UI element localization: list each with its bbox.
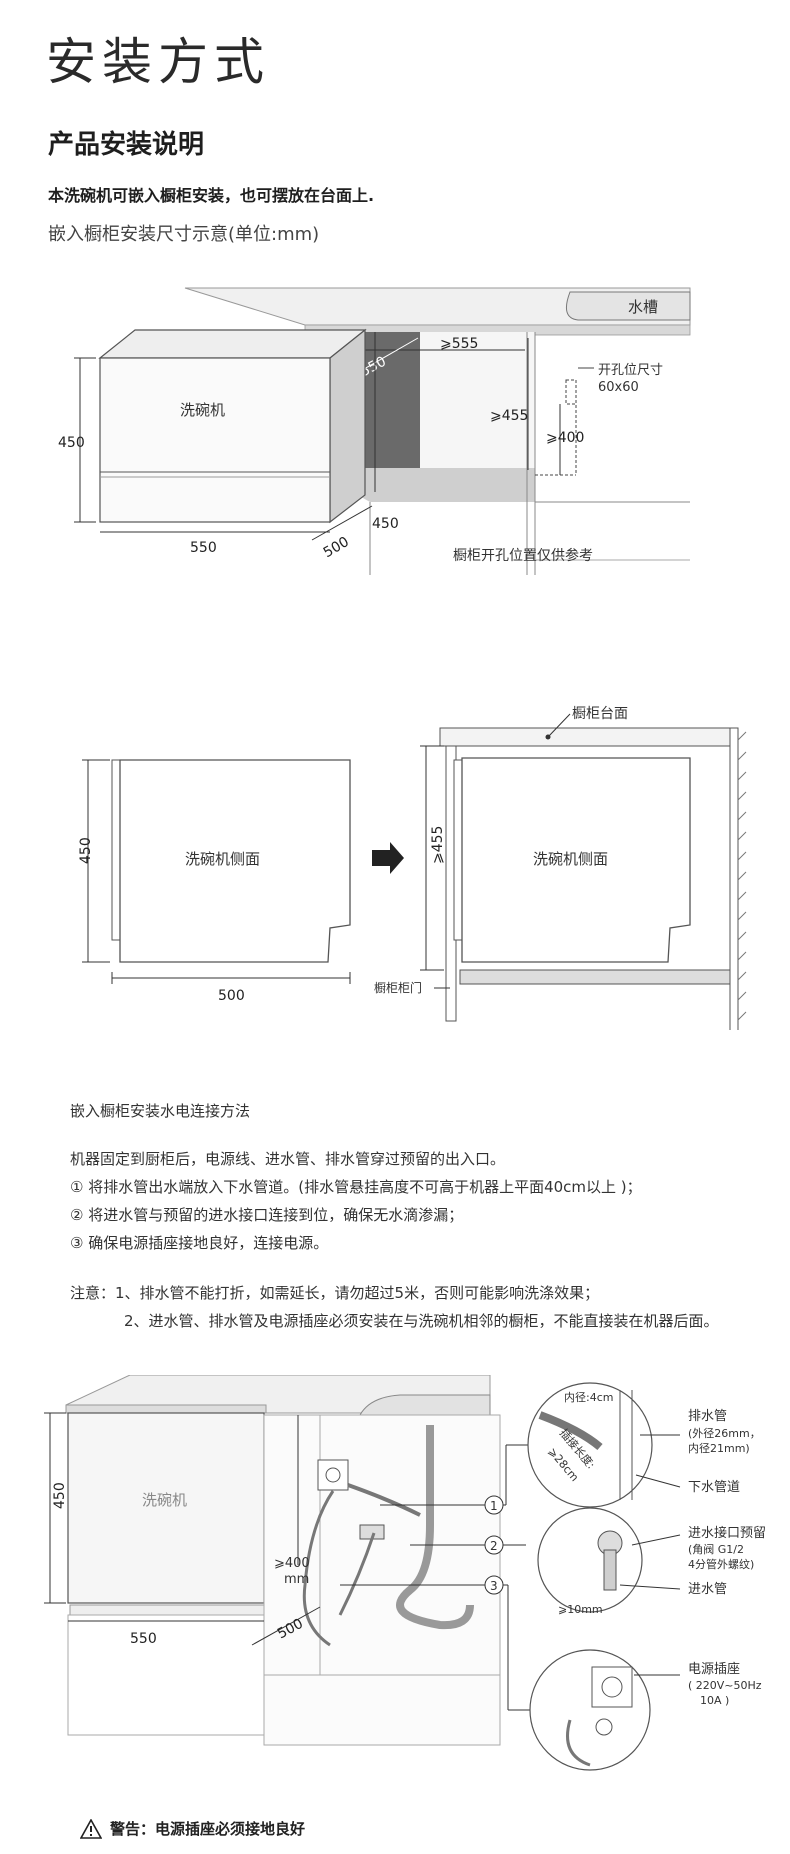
hole-note: 橱柜开孔位置仅供参考 xyxy=(453,547,593,564)
intro-text: 本洗碗机可嵌入橱柜安装，也可摆放在台面上. xyxy=(48,186,375,205)
dim-455: ⩾455 xyxy=(490,408,528,424)
left-dishwasher-side xyxy=(119,759,351,963)
socket-label: 电源插座 xyxy=(688,1662,740,1677)
dim-555: ⩾555 xyxy=(440,336,478,352)
inlet-hose-label: 进水管 xyxy=(688,1582,727,1597)
dim-400-unit: mm xyxy=(284,1572,309,1587)
socket-spec-1: ( 220V~50Hz xyxy=(688,1679,762,1692)
drain-hose-spec-2: 内径21mm) xyxy=(688,1441,750,1455)
left-side-label: 洗碗机侧面 xyxy=(185,850,260,868)
inlet-detail-circle xyxy=(537,1507,643,1613)
callout-1: 1 xyxy=(490,1499,498,1513)
dim-400-label: ⩾400 xyxy=(274,1556,310,1571)
socket-spec-2: 10A ) xyxy=(700,1694,729,1707)
dim-450-label-3: 450 xyxy=(52,1482,68,1509)
dishwasher-label-3: 洗碗机 xyxy=(142,1491,187,1509)
dimension-caption: 嵌入橱柜安装尺寸示意(单位:mm) xyxy=(48,224,320,245)
hole-size-label: 开孔位尺寸 xyxy=(598,363,663,378)
callout-2: 2 xyxy=(490,1539,498,1553)
side-view-diagram: 洗碗机侧面 450 500 橱柜台面 洗碗机侧面 ⩾455 橱柜柜门 xyxy=(78,706,747,1030)
dim-500-depth: 500 xyxy=(321,534,352,561)
cabinet-dimension-diagram: 水槽 开孔位尺寸 60x60 ⩾555 ⩾550 ⩾455 ⩾400 洗碗机 4… xyxy=(58,287,691,575)
connection-title: 嵌入橱柜安装水电连接方法 xyxy=(70,1102,251,1120)
sewer-pipe-label: 下水管道 xyxy=(688,1480,740,1495)
connection-diagram: 洗碗机 ⩾400 mm 450 550 500 1 2 3 内径:4cm 插接长… xyxy=(44,1375,766,1771)
warning-banner: 警告：电源插座必须接地良好 xyxy=(80,1818,305,1839)
page-title: 安装方式 xyxy=(46,33,270,91)
dim-450-cabinet: 450 xyxy=(372,516,399,532)
left-dim-450: 450 xyxy=(78,837,94,864)
right-dim-455: ⩾455 xyxy=(430,826,446,864)
right-side-label: 洗碗机侧面 xyxy=(533,850,608,868)
warning-text: 警告：电源插座必须接地良好 xyxy=(110,1820,306,1838)
dim-10mm: ⩾10mm xyxy=(558,1603,603,1616)
note-1: 注意：1、排水管不能打折，如需延长，请勿超过5米，否则可能影响洗涤效果； xyxy=(70,1284,600,1302)
dim-400: ⩾400 xyxy=(546,430,584,446)
section-heading: 产品安装说明 xyxy=(48,130,205,160)
dishwasher-front xyxy=(67,1412,265,1604)
sink-label: 水槽 xyxy=(628,298,658,316)
connection-line-3: ② 将进水管与预留的进水接口连接到位，确保无水滴渗漏； xyxy=(70,1206,464,1224)
countertop-label: 橱柜台面 xyxy=(572,706,628,722)
warning-icon xyxy=(80,1818,102,1839)
callout-3: 3 xyxy=(490,1579,498,1593)
connection-line-2: ① 将排水管出水端放入下水管道。(排水管悬挂高度不可高于机器上平面40cm以上 … xyxy=(70,1178,642,1196)
connection-line-4: ③ 确保电源插座接地良好，连接电源。 xyxy=(70,1234,329,1252)
drain-hose-label: 排水管 xyxy=(688,1409,727,1424)
connection-line-1: 机器固定到厨柜后，电源线、进水管、排水管穿过预留的出入口。 xyxy=(70,1150,506,1168)
inlet-reserved-label: 进水接口预留 xyxy=(688,1525,766,1541)
inner-diameter: 内径:4cm xyxy=(564,1390,613,1404)
cabinet-door-label: 橱柜柜门 xyxy=(374,980,422,995)
hole-size-value: 60x60 xyxy=(598,380,639,395)
dishwasher-box xyxy=(99,357,331,523)
drain-hose-spec-1: (外径26mm， xyxy=(688,1427,761,1440)
inlet-spec-2: 4分管外螺纹) xyxy=(688,1557,754,1571)
dim-450-height: 450 xyxy=(58,435,85,451)
arrow-right-icon xyxy=(372,842,404,874)
dishwasher-label: 洗碗机 xyxy=(180,401,225,419)
left-dim-500: 500 xyxy=(218,988,245,1004)
right-dishwasher-side xyxy=(461,757,691,963)
note-2: 2、进水管、排水管及电源插座必须安装在与洗碗机相邻的橱柜，不能直接装在机器后面。 xyxy=(124,1312,719,1330)
dim-550-width: 550 xyxy=(190,540,217,556)
dim-550-label-3: 550 xyxy=(130,1631,157,1647)
drain-detail-circle xyxy=(527,1382,653,1508)
inlet-spec-1: (角阀 G1/2 xyxy=(688,1542,744,1556)
